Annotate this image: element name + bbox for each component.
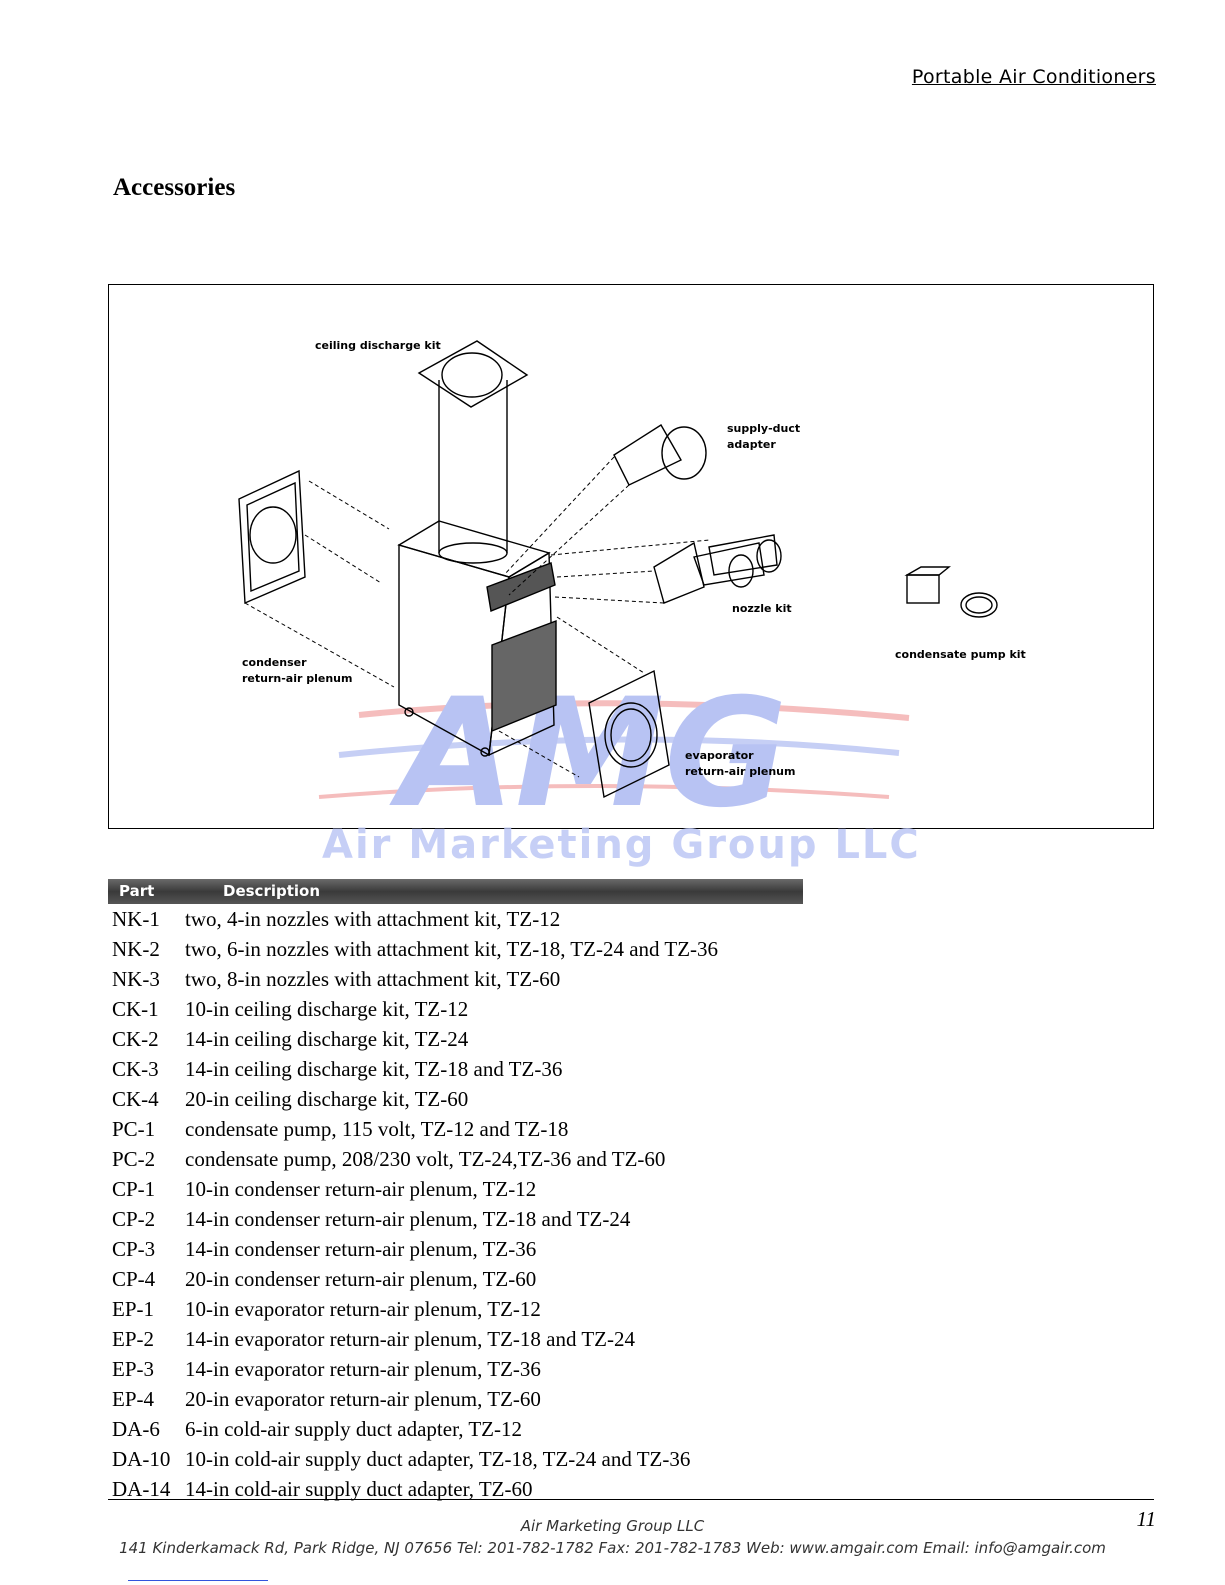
amg-watermark-logo: AMG <box>318 667 910 827</box>
part-description: 6-in cold-air supply duct adapter, TZ-12 <box>185 1417 523 1441</box>
label-ceiling-discharge-kit: ceiling discharge kit <box>315 339 441 352</box>
nozzle-kit <box>653 534 782 604</box>
part-code: CK-1 <box>112 997 159 1021</box>
label-condensate-pump-kit: condensate pump kit <box>895 648 1026 661</box>
part-code: CP-2 <box>112 1207 156 1231</box>
air-conditioner-unit <box>397 520 557 757</box>
header-title: Portable Air Conditioners <box>911 66 1156 88</box>
part-description: two, 4-in nozzles with attachment kit, T… <box>185 907 561 931</box>
part-code: NK-3 <box>112 967 160 991</box>
column-header-part: Part <box>119 882 155 900</box>
part-description: 20-in ceiling discharge kit, TZ-60 <box>185 1087 469 1111</box>
part-code: DA-6 <box>112 1417 160 1441</box>
part-code: CP-3 <box>112 1237 156 1261</box>
column-header-description: Description <box>223 882 321 900</box>
part-description: two, 8-in nozzles with attachment kit, T… <box>185 967 561 991</box>
condensate-pump-kit <box>904 566 998 618</box>
evaporator-plenum <box>588 669 670 799</box>
part-description: condensate pump, 208/230 volt, TZ-24,TZ-… <box>185 1147 666 1171</box>
footer-company: Air Marketing Group LLC <box>520 1517 705 1535</box>
section-heading: Accessories <box>113 174 236 201</box>
part-description: 14-in condenser return-air plenum, TZ-36 <box>185 1237 537 1261</box>
label-supply-duct-adapter: supply-duct adapter <box>727 422 801 451</box>
page-number: 11 <box>1136 1507 1156 1531</box>
part-description: 14-in cold-air supply duct adapter, TZ-6… <box>185 1477 533 1501</box>
part-description: 14-in evaporator return-air plenum, TZ-3… <box>185 1357 541 1381</box>
part-code: DA-14 <box>112 1477 171 1501</box>
parts-table-header: Part Description <box>108 879 803 904</box>
part-code: DA-10 <box>112 1447 171 1471</box>
part-description: 14-in ceiling discharge kit, TZ-24 <box>185 1027 469 1051</box>
part-description: 10-in evaporator return-air plenum, TZ-1… <box>185 1297 541 1321</box>
part-code: CK-2 <box>112 1027 159 1051</box>
part-description: 10-in cold-air supply duct adapter, TZ-1… <box>185 1447 691 1471</box>
part-description: 10-in condenser return-air plenum, TZ-12 <box>185 1177 537 1201</box>
part-code: CP-1 <box>112 1177 156 1201</box>
footer-divider <box>108 1499 1154 1500</box>
watermark-text: Air Marketing Group LLC <box>322 822 921 868</box>
part-description: 14-in condenser return-air plenum, TZ-18… <box>185 1207 631 1231</box>
part-code: NK-1 <box>112 907 160 931</box>
supply-duct-adapter <box>613 424 707 486</box>
part-description: 14-in evaporator return-air plenum, TZ-1… <box>185 1327 635 1351</box>
part-description: 20-in condenser return-air plenum, TZ-60 <box>185 1267 537 1291</box>
condenser-plenum <box>238 469 306 605</box>
accessories-diagram: AMG <box>108 284 1154 829</box>
part-code: EP-4 <box>112 1387 154 1411</box>
part-code: CK-4 <box>112 1087 159 1111</box>
ceiling-discharge-kit <box>417 340 529 564</box>
svg-text:AMG: AMG <box>389 667 787 827</box>
part-code: EP-3 <box>112 1357 154 1381</box>
part-code: EP-2 <box>112 1327 154 1351</box>
part-description: 14-in ceiling discharge kit, TZ-18 and T… <box>185 1057 563 1081</box>
part-description: condensate pump, 115 volt, TZ-12 and TZ-… <box>185 1117 569 1141</box>
part-code: CP-4 <box>112 1267 156 1291</box>
label-evaporator-plenum: evaporator return-air plenum <box>685 749 796 778</box>
part-code: PC-1 <box>112 1117 156 1141</box>
part-description: two, 6-in nozzles with attachment kit, T… <box>185 937 719 961</box>
footer-link-underline <box>128 1580 268 1581</box>
part-description: 10-in ceiling discharge kit, TZ-12 <box>185 997 469 1021</box>
part-code: CK-3 <box>112 1057 159 1081</box>
label-condenser-plenum: condenser return-air plenum <box>242 656 353 685</box>
part-code: NK-2 <box>112 937 160 961</box>
label-nozzle-kit: nozzle kit <box>732 602 792 615</box>
accessories-illustration: AMG <box>238 340 998 827</box>
dashed-leader-lines <box>244 456 710 778</box>
part-code: EP-1 <box>112 1297 154 1321</box>
part-description: 20-in evaporator return-air plenum, TZ-6… <box>185 1387 541 1411</box>
part-code: PC-2 <box>112 1147 156 1171</box>
footer-address: 141 Kinderkamack Rd, Park Ridge, NJ 0765… <box>119 1539 1106 1557</box>
